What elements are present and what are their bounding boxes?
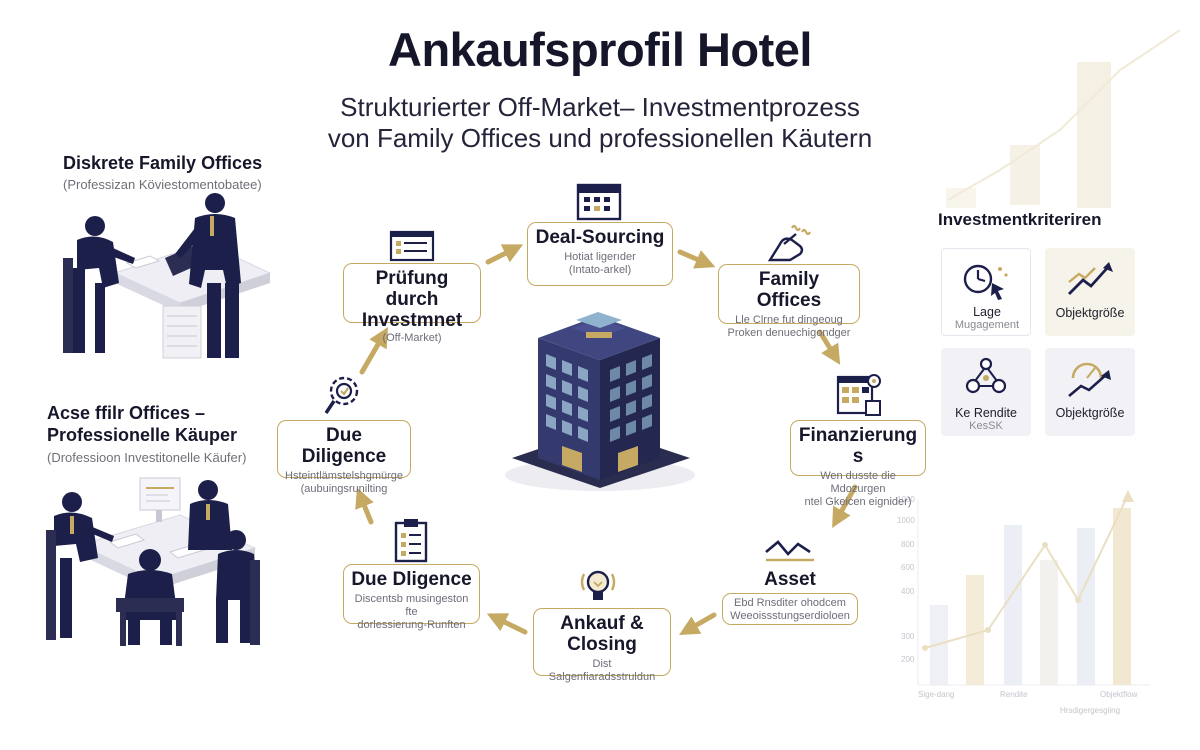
background-top-chart [946,29,1181,208]
step-family-offices-sub-2: Proken denuechigondger [727,327,851,339]
criteria-tile-objektgroesse-2: Objektgröße [1045,348,1135,436]
bg-x-label: Rendite [1000,690,1028,699]
step-family-offices: Family Offices Lle Clrne fut dingeoug Pr… [718,264,860,339]
step-due-left-sub-2: (aubuingsrunilting [300,483,388,495]
handshake-icon [767,224,811,262]
lightbulb-icon [580,570,616,600]
hotel-building-icon [505,312,695,491]
arrow-finanzierung-to-asset [832,484,858,528]
arrow-family-to-finanzierung [817,329,841,365]
bg-y-tick: 800 [901,540,915,549]
bg-y-tick: 300 [901,632,915,641]
trend-chart-icon [765,540,814,562]
criteria-tile-sub: Mugagement [954,319,1020,331]
left-block2-subtitle: (Drofessioon Investitonelle Käufer) [47,450,247,465]
criteria-tile-label: Ke Rendite [955,406,1017,420]
arrow-deal-to-family [677,249,716,269]
criteria-tile-objektgroesse-1: Objektgröße [1045,248,1135,336]
criteria-tile-rendite: Ke Rendite KesSK [941,348,1031,436]
calendar-icon [576,183,622,221]
bg-y-tick: 1000 [897,516,915,525]
left-block2-title-line-2: Professionelle Käuper [47,425,238,445]
arrow-due-to-due [355,487,374,525]
bg-y-tick: 1000 [897,495,915,504]
subtitle-line-2: von Family Offices und professionellen K… [327,123,873,153]
finance-dashboard-icon [836,374,881,416]
arrow-ankauf-to-due [486,613,528,635]
step-deal-sourcing-sub-2: (Intato-arkel) [568,264,632,276]
clock-cursor-icon [963,264,1008,300]
background-bottom-chart [917,490,1150,686]
meeting-illustration-2 [46,477,260,646]
step-deal-sourcing-title: Deal-Sourcing [535,227,665,248]
step-ankauf-title-1: Ankauf & [560,613,644,634]
bg-x-label: Sige-dang [918,690,955,699]
arrow-asset-to-ankauf [679,612,717,635]
criteria-tile-label: Objektgröße [1055,306,1125,320]
gauge-trend-icon [1068,362,1111,397]
left-block2-title-line-1: Acse ffilr Offices – [47,403,206,423]
criteria-tile-label: Lage [973,305,1001,319]
step-ankauf-sub-1: Dist Salgenfiaradsstruldun [548,658,656,683]
step-deal-sourcing-sub-1: Hotiat ligerıder [564,251,636,263]
bg-footer: Hrsdigergesgiing [1060,706,1121,715]
network-nodes-icon [965,357,1007,394]
step-deal-sourcing: Deal-Sourcing Hotiat ligerıder (Intato-a… [527,222,673,286]
step-asset-management: Ebd Rnsditer ohodcem Weeoissstungserdiol… [722,593,858,625]
step-due-diligence-bottom: Due Dligence Discentsb musingeston fte d… [343,564,480,631]
step-family-offices-title: Family Offices [756,269,822,311]
step-pruefung-title-2: Investmnet [361,310,463,331]
step-asset-management-sub-2: Weeoissstungserdioloen [730,610,850,622]
arrow-pruefung-to-deal [485,244,524,265]
step-finanzierung: Finanzierung s Wen dusste die Mdozurgen … [790,420,926,508]
step-pruefung-sub-1: (Off-Market) [382,332,442,344]
step-finanzierung-sub-1: Wen dusste die Mdozurgen [820,470,896,495]
arrow-due-to-pruefung [359,327,389,375]
left-block1-title: Diskrete Family Offices [63,153,263,173]
growth-arrow-icon [1068,262,1113,295]
criteria-title: Investmentkriteriren [938,210,1102,229]
step-pruefung-title-1: Prüfung durch [375,268,449,310]
step-due-bottom-sub-2: dorlessierung-Runften [357,619,466,631]
step-pruefung: Prüfung durch Investmnet (Off-Market) [343,263,481,344]
step-ankauf-title-2: Closing [567,634,637,655]
bg-y-tick: 200 [901,655,915,664]
page-subtitle: Strukturierter Off-Market– Investmentpro… [0,92,1200,154]
step-finanzierung-title: Finanzierung s [798,425,918,467]
step-due-left-sub-1: Hsteintlämstelshgmürge [285,470,403,482]
step-family-offices-sub-1: Lle Clrne fut dingeoug [735,314,843,326]
step-due-bottom-sub-1: Discentsb musingeston fte [354,593,469,618]
criteria-tile-label: Objektgröße [1055,406,1125,420]
bg-y-tick: 600 [901,563,915,572]
step-due-bottom-title: Due Dligence [351,569,472,590]
clipboard-icon [394,519,428,563]
meeting-illustration-1 [63,193,272,359]
document-form-icon [389,230,435,262]
step-due-left-title: Due Diligence [301,425,387,467]
step-due-diligence-left: Due Diligence Hsteintlämstelshgmürge (au… [277,420,411,495]
left-block2-title: Acse ffilr Offices – Professionelle Käup… [47,402,237,446]
page-title: Ankaufsprofil Hotel [388,23,812,76]
gear-magnifier-icon [324,376,359,414]
left-block1-subtitle: (Professizan Köviestomentobatee) [63,177,262,192]
criteria-tile-lage: Lage Mugagement [941,248,1031,336]
step-ankauf-closing: Ankauf & Closing Dist Salgenfiaradsstrul… [533,608,671,683]
bg-x-label: Objektflow [1100,690,1138,699]
step-asset-management-sub-1: Ebd Rnsditer ohodcem [734,597,846,609]
step-finanzierung-sub-2: ntel Gkeicen eignider) [804,496,912,508]
bg-y-tick: 400 [901,587,915,596]
subtitle-line-1: Strukturierter Off-Market– Investmentpro… [340,92,860,122]
criteria-tile-sub: KesSK [969,420,1003,432]
